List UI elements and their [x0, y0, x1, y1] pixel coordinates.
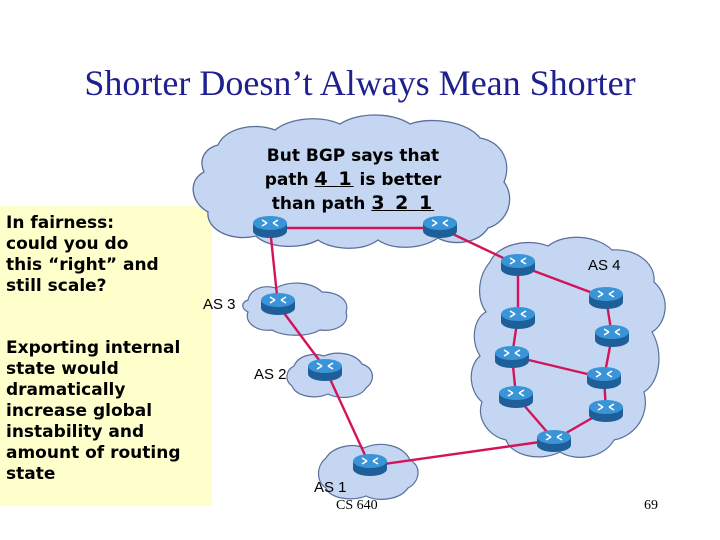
callout-line-1: But BGP says that: [266, 146, 440, 166]
router-icon: [422, 215, 458, 239]
path-4-1: 4 1: [314, 168, 354, 190]
router-icon: [586, 366, 622, 390]
path-3-2-1: 3 2 1: [371, 192, 435, 214]
page-number: 69: [644, 498, 658, 513]
callout-line-2: path 4 1 is better: [248, 168, 458, 192]
router-icon: [536, 429, 572, 453]
as4-label: AS 4: [588, 257, 621, 274]
internal-state-text: Exporting internal state would dramatica…: [6, 338, 181, 484]
callout-line-2-prefix: path: [264, 170, 315, 190]
router-icon: [588, 286, 624, 310]
link-as1-as4: [369, 438, 555, 468]
router-icon: [252, 215, 288, 239]
router-icon: [260, 292, 296, 316]
scale-question-text: In fairness: could you do this “right” a…: [6, 213, 159, 296]
bgp-callout-text: But BGP says that path 4 1 is better tha…: [248, 145, 458, 216]
router-icon: [594, 324, 630, 348]
router-icon: [498, 385, 534, 409]
course-code: CS 640: [336, 498, 378, 513]
link-top-as3: [268, 227, 280, 306]
router-icon: [500, 253, 536, 277]
as4-cloud: [470, 236, 666, 458]
callout-line-2-suffix: is better: [353, 170, 442, 190]
link-as3-as2: [277, 304, 326, 369]
as3-label: AS 3: [203, 296, 236, 313]
callout-line-3-prefix: than path: [271, 194, 372, 214]
link-as2-as1: [323, 367, 372, 467]
as1-label: AS 1: [314, 479, 347, 496]
callout-cloud: [192, 114, 511, 249]
router-icon: [588, 399, 624, 423]
router-icon: [352, 453, 388, 477]
sidebar-note-box: [0, 206, 212, 506]
router-icon: [307, 358, 343, 382]
as2-label: AS 2: [254, 366, 287, 383]
router-icon: [494, 345, 530, 369]
slide-title: Shorter Doesn’t Always Mean Shorter: [84, 63, 636, 103]
router-icon: [500, 306, 536, 330]
callout-line-3: than path 3 2 1: [248, 192, 458, 216]
